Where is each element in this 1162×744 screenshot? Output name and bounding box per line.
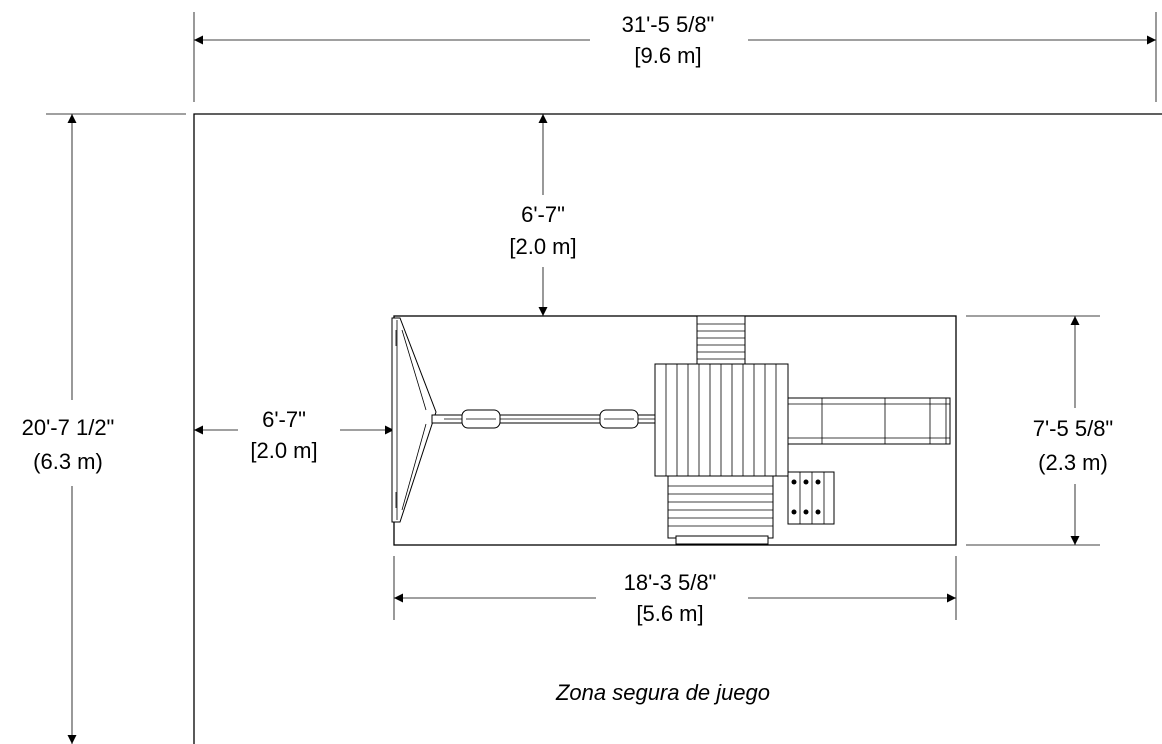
- left-clearance-metric: [2.0 m]: [250, 438, 317, 463]
- overall-depth-dimension: 20'-7 1/2" (6.3 m): [22, 113, 186, 744]
- swing-seat: [599, 409, 639, 429]
- left-clearance-imperial: 6'-7": [262, 407, 306, 432]
- play-deck: [654, 363, 789, 477]
- overall-depth-imperial: 20'-7 1/2": [22, 415, 115, 440]
- equipment-depth-metric: (2.3 m): [1038, 450, 1108, 475]
- overall-width-metric: [9.6 m]: [634, 43, 701, 68]
- lower-deck-sandbox: [667, 475, 774, 545]
- equipment-depth-imperial: 7'-5 5/8": [1033, 416, 1114, 441]
- top-clearance-dimension: 6'-7" [2.0 m]: [509, 114, 577, 316]
- overall-width-dimension: 31'-5 5/8" [9.6 m]: [193, 12, 1157, 102]
- safety-zone-boundary: [193, 113, 1162, 744]
- top-clearance-imperial: 6'-7": [521, 202, 565, 227]
- equipment-width-metric: [5.6 m]: [636, 601, 703, 626]
- climbing-ladder: [696, 315, 746, 367]
- left-clearance-dimension: 6'-7" [2.0 m]: [194, 407, 394, 463]
- safety-zone-caption: Zona segura de juego: [555, 680, 770, 705]
- overall-width-imperial: 31'-5 5/8": [622, 12, 715, 37]
- overall-depth-metric: (6.3 m): [33, 449, 103, 474]
- swing-a-frame: [391, 317, 437, 523]
- top-clearance-metric: [2.0 m]: [509, 234, 576, 259]
- slide: [787, 397, 951, 445]
- rock-wall-steps: [787, 471, 835, 525]
- equipment-depth-dimension: 7'-5 5/8" (2.3 m): [966, 315, 1114, 546]
- equipment-width-dimension: 18'-3 5/8" [5.6 m]: [393, 556, 957, 626]
- equipment-width-imperial: 18'-3 5/8": [624, 570, 717, 595]
- swing-seat: [461, 409, 501, 429]
